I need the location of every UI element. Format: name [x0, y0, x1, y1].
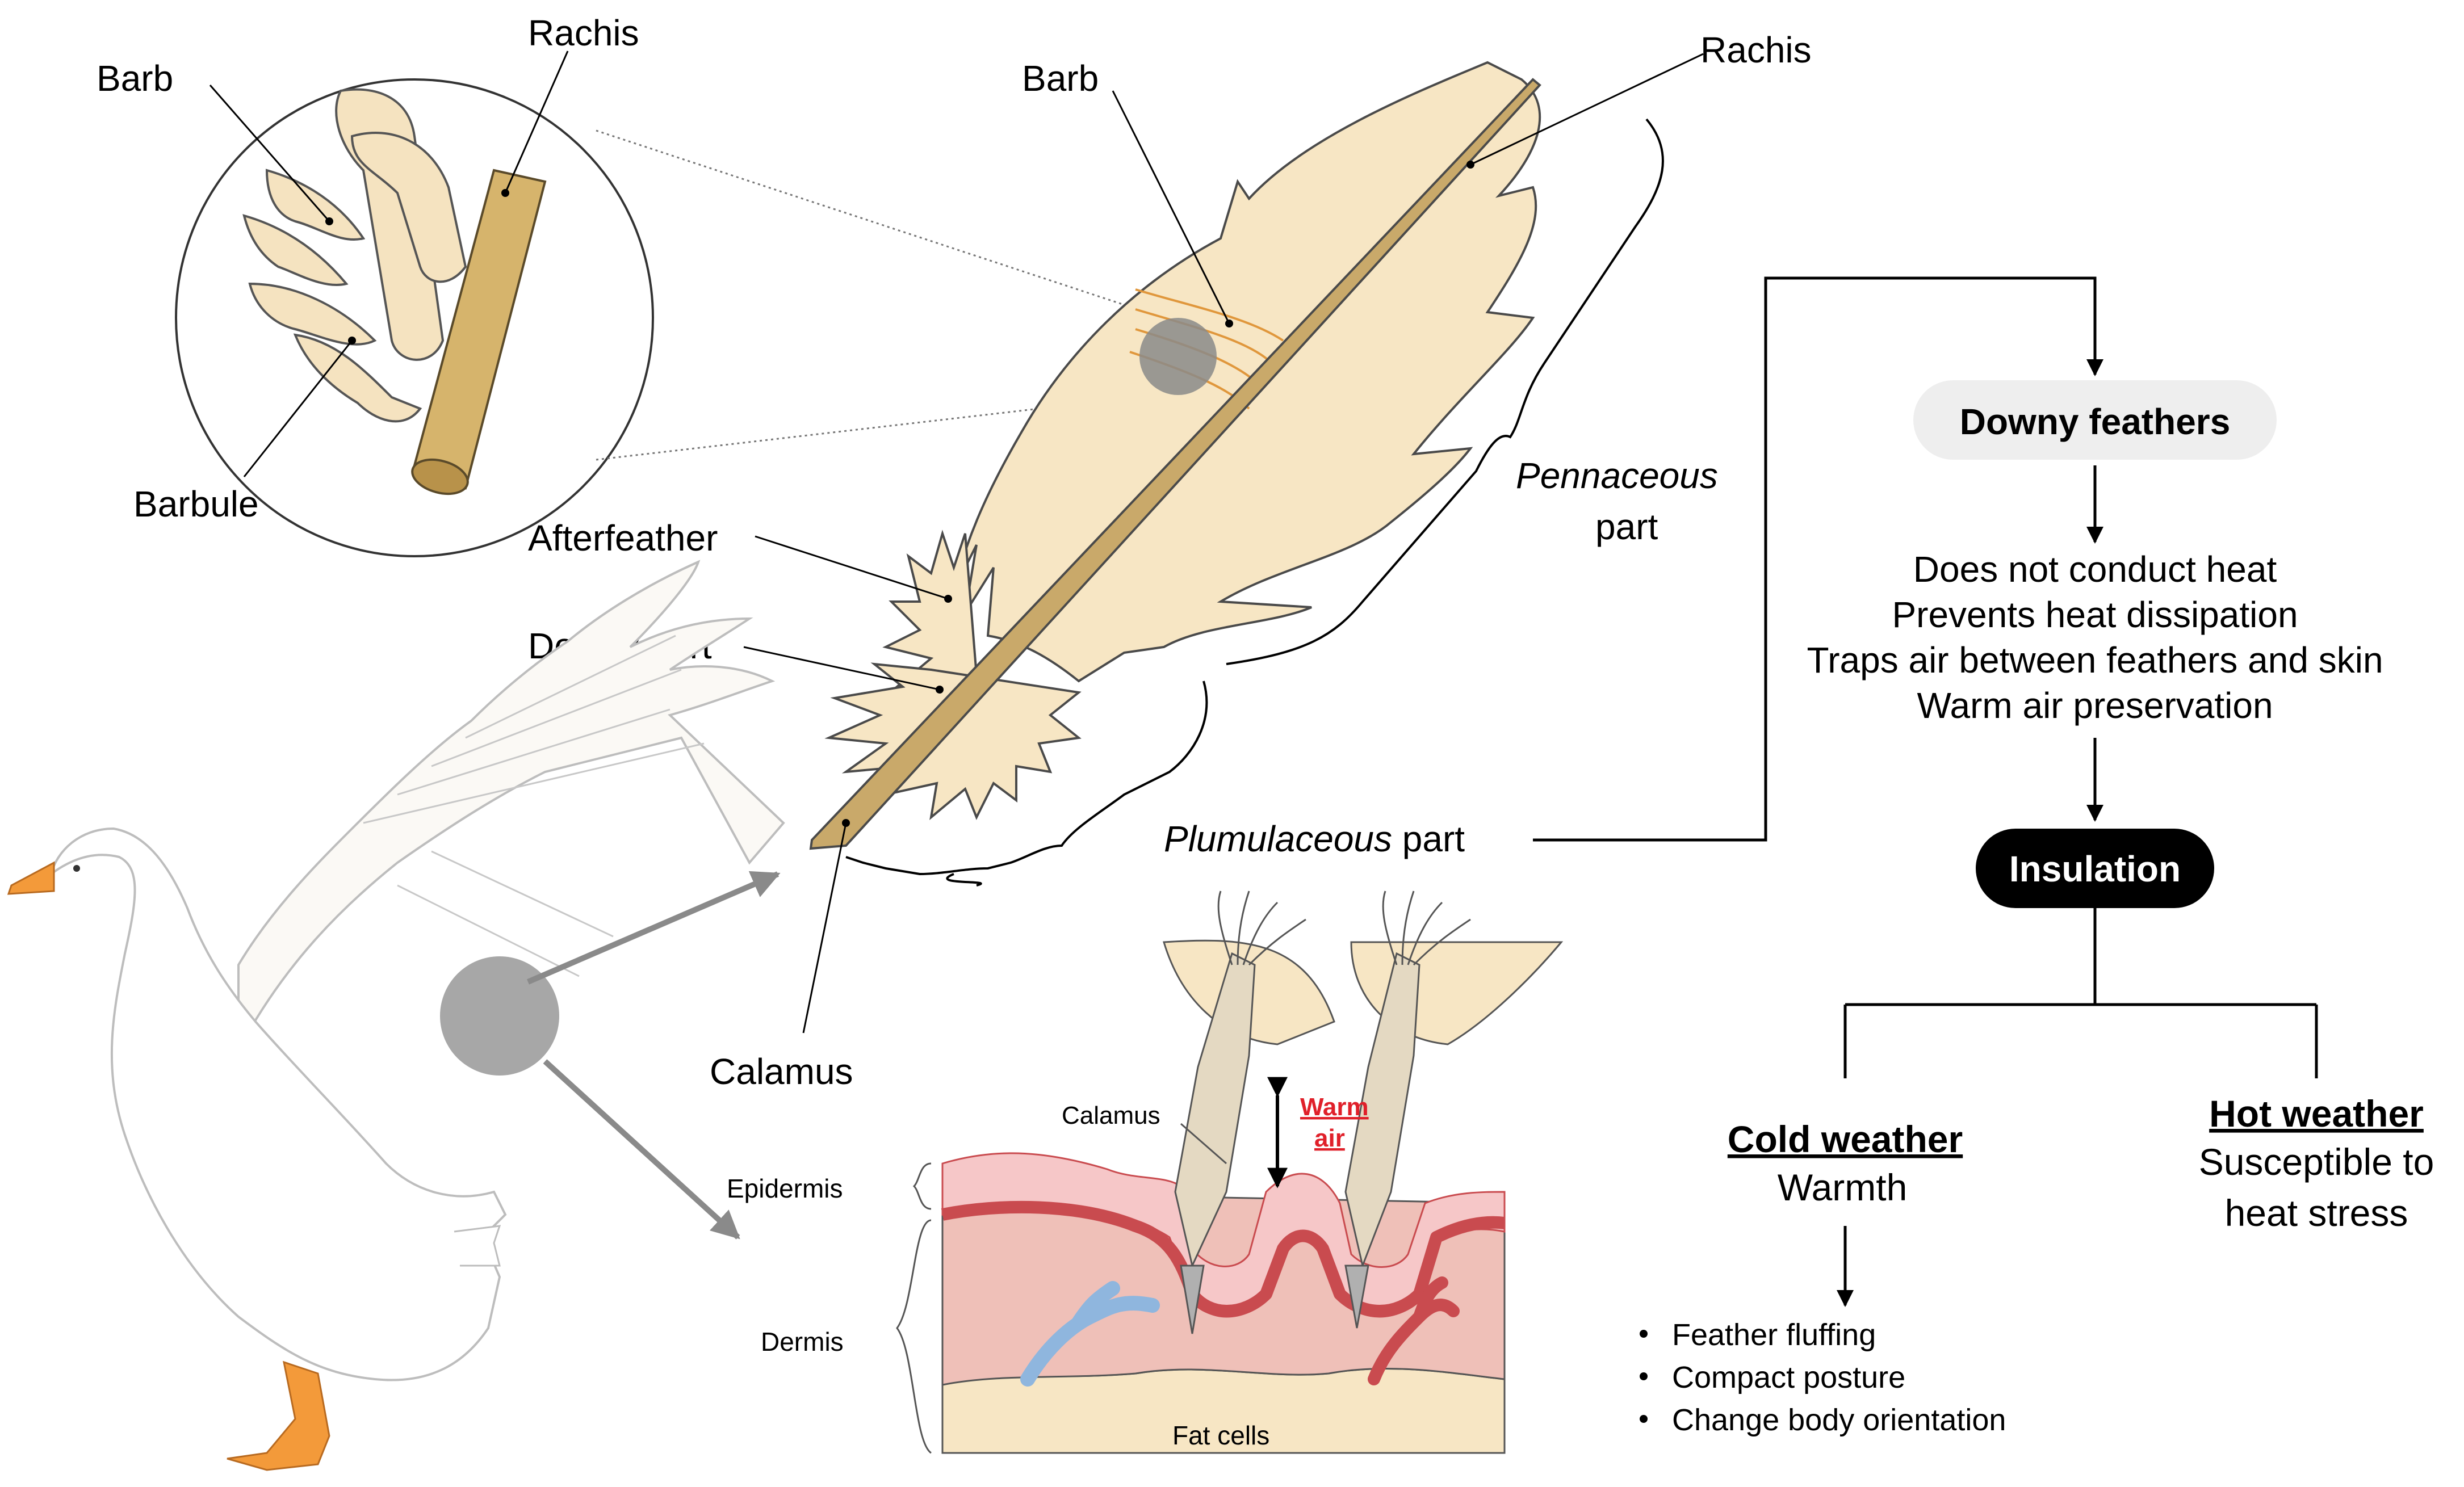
- pennaceous-brace: [1226, 118, 1664, 665]
- inset-rachis-label: Rachis: [528, 12, 639, 53]
- dermis-label: Dermis: [761, 1327, 844, 1356]
- feather-vane: [953, 61, 1541, 683]
- inset-barb-label: Barb: [97, 58, 173, 99]
- skin-calamus-label: Calamus: [1062, 1102, 1160, 1129]
- arrow-to-skin: [543, 1059, 740, 1240]
- feather-illustration: [743, 53, 1704, 1034]
- hot-weather-line-2: heat stress: [2225, 1192, 2408, 1234]
- property-3: Warm air preservation: [1917, 685, 2273, 726]
- arrow-to-feather: [527, 871, 781, 985]
- feather-rachis-leader: [1470, 53, 1704, 166]
- inset-rachis-end: [411, 459, 469, 495]
- skin-cross-section: [896, 890, 1564, 1454]
- dermis-brace: [896, 1219, 932, 1454]
- feather-barb-leader: [1112, 90, 1230, 324]
- goose-beak: [7, 861, 55, 895]
- property-0: Does not conduct heat: [1913, 549, 2277, 590]
- inset-barb-2: [350, 132, 467, 283]
- epidermis-brace: [912, 1162, 932, 1210]
- goose-feet: [227, 1360, 330, 1471]
- feather-rachis: [809, 78, 1541, 850]
- warm-air-label-1: Warm: [1300, 1093, 1369, 1121]
- inset-barbule-2: [248, 282, 377, 346]
- inset-magnifier: [175, 51, 1187, 557]
- epidermis-label: Epidermis: [727, 1174, 843, 1203]
- feather-magnifier-spot: [1139, 318, 1217, 395]
- behavior-1: Compact posture: [1672, 1360, 1905, 1394]
- goose-magnifier-spot: [440, 956, 559, 1076]
- afterfeather-label: Afterfeather: [528, 518, 718, 558]
- calamus-label: Calamus: [710, 1051, 853, 1092]
- cold-weather-title: Cold weather: [1728, 1118, 1963, 1160]
- downy-feathers-label: Downy feathers: [1960, 401, 2231, 442]
- insulation-label: Insulation: [2009, 848, 2181, 889]
- pennaceous-label: Pennaceous: [1516, 455, 1718, 496]
- plumulaceous-label: Plumulaceous part: [1164, 818, 1465, 859]
- goose-wing: [237, 560, 785, 1051]
- goose-body: [49, 827, 507, 1381]
- property-1: Prevents heat dissipation: [1892, 594, 2298, 635]
- goose-eye: [73, 865, 80, 872]
- inset-rachis-leader: [504, 51, 569, 194]
- cold-weather-sub: Warmth: [1778, 1166, 1908, 1208]
- inset-barbule-leader: [243, 340, 353, 477]
- downy-part-leader: [743, 646, 940, 691]
- behavior-2: Change body orientation: [1672, 1403, 2006, 1437]
- inset-barbule-label: Barbule: [133, 484, 259, 524]
- pennaceous-part-label: part: [1595, 506, 1658, 547]
- red-vessel: [1368, 1276, 1460, 1385]
- warm-air-label-2: air: [1314, 1124, 1345, 1152]
- blue-vessel: [1020, 1281, 1160, 1387]
- downy-feathers-box: [1913, 380, 2277, 460]
- afterfeather-leader: [755, 535, 949, 600]
- insulation-flowchart: [1533, 276, 2318, 1307]
- feather-barb-label: Barb: [1022, 58, 1099, 99]
- insulation-box: [1976, 829, 2214, 908]
- behavior-0: Feather fluffing: [1672, 1318, 1876, 1352]
- calamus-leader: [802, 822, 847, 1034]
- plumulaceous-brace: [845, 681, 1208, 887]
- feather-rachis-label: Rachis: [1700, 30, 1812, 70]
- inset-barbule-4: [293, 333, 422, 423]
- fat-cells-label: Fat cells: [1172, 1421, 1269, 1450]
- cold-behaviors-list: [1640, 1330, 1648, 1423]
- property-2: Traps air between feathers and skin: [1807, 640, 2383, 681]
- hot-weather-line-1: Susceptible to: [2199, 1141, 2434, 1183]
- inset-barbule-3: [242, 214, 349, 286]
- inset-barb-leader: [209, 85, 330, 222]
- goose-illustration: [7, 560, 785, 1471]
- hot-weather-title: Hot weather: [2209, 1093, 2424, 1135]
- feather-downy-part: [824, 662, 1082, 820]
